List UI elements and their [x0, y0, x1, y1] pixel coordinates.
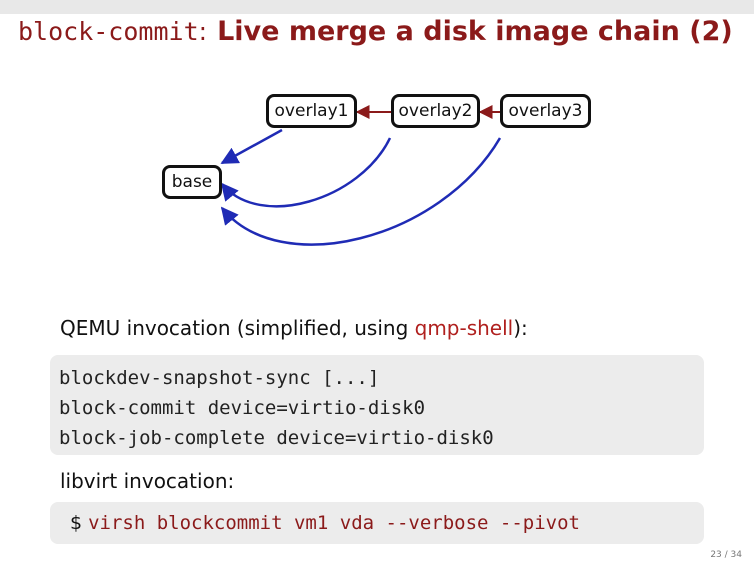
- libvirt-label: libvirt invocation:: [60, 469, 235, 493]
- qemu-code-line: block-commit device=virtio-disk0: [59, 397, 426, 419]
- qemu-label-suffix: ):: [513, 316, 528, 340]
- libvirt-command: virsh blockcommit vm1 vda --verbose --pi…: [88, 512, 580, 534]
- diagram-arrows: [220, 105, 502, 246]
- qemu-label: QEMU invocation (simplified, using qmp-s…: [60, 316, 528, 340]
- title-code: block-commit: [18, 17, 199, 46]
- qemu-label-accent: qmp-shell: [414, 316, 514, 340]
- node-overlay1: overlay1: [266, 94, 357, 128]
- commit-arrow-overlay3-base: [220, 137, 502, 246]
- top-bar: [0, 0, 754, 14]
- node-overlay3: overlay3: [500, 94, 591, 128]
- libvirt-code-block: $virsh blockcommit vm1 vda --verbose --p…: [50, 502, 704, 544]
- slide-title: block-commit : Live merge a disk image c…: [18, 16, 733, 54]
- node-base: base: [162, 165, 222, 199]
- page-number: 23 / 34: [710, 550, 742, 560]
- commit-arrow-overlay2-base: [220, 137, 392, 208]
- libvirt-command-line: $virsh blockcommit vm1 vda --verbose --p…: [70, 508, 704, 538]
- shell-prompt: $: [70, 512, 83, 534]
- qemu-code-line: block-job-complete device=virtio-disk0: [59, 427, 494, 449]
- title-colon: :: [198, 17, 208, 46]
- commit-arrow-overlay1-base: [220, 128, 283, 165]
- qemu-code-line: blockdev-snapshot-sync [...]: [59, 367, 380, 389]
- node-overlay2: overlay2: [391, 94, 480, 128]
- qemu-label-prefix: QEMU invocation (simplified, using: [60, 316, 415, 340]
- title-text: Live merge a disk image chain (2): [217, 16, 733, 47]
- qemu-code-block: blockdev-snapshot-sync [...] block-commi…: [50, 355, 704, 455]
- image-chain-diagram: overlay1 overlay2 overlay3 base: [0, 80, 754, 260]
